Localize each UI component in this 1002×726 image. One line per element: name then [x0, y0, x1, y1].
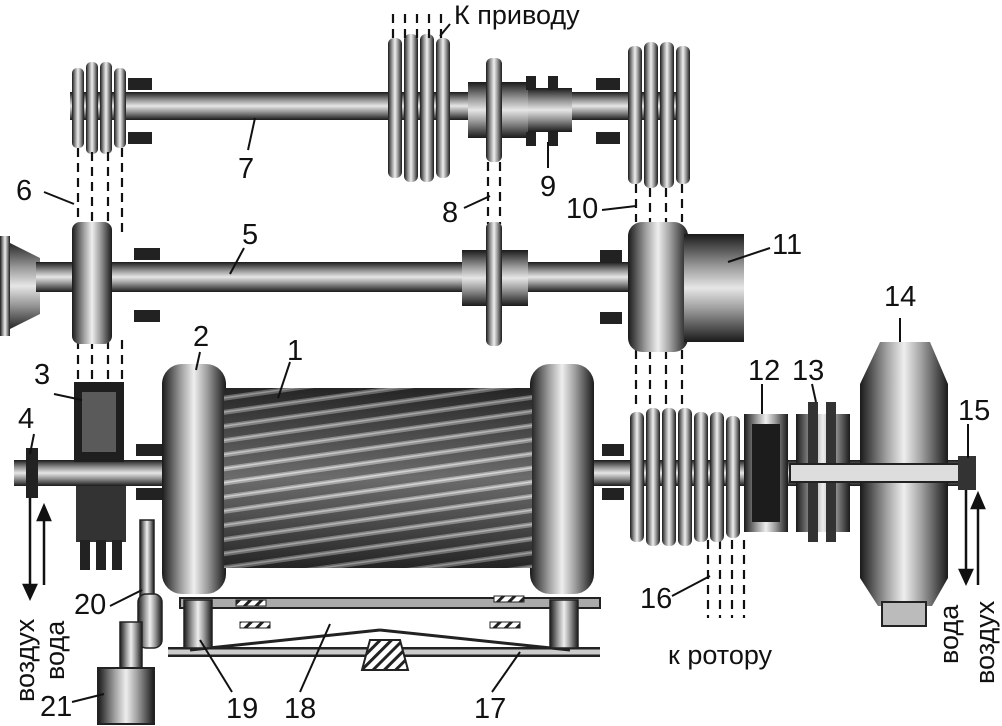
pulley-group-top-middle — [388, 34, 450, 182]
air-label-left: воздух — [10, 618, 40, 702]
chain-lines — [76, 14, 746, 618]
label-16: 16 — [640, 583, 672, 615]
drum-flange-right — [530, 364, 594, 594]
label-5: 5 — [242, 219, 258, 251]
brake-11 — [684, 234, 744, 342]
drum-shaft-assembly — [14, 342, 976, 627]
label-1: 1 — [287, 335, 303, 367]
air-label-right: воздух — [970, 600, 1000, 684]
part-labels: 1 2 3 4 5 6 7 8 9 10 11 12 13 14 15 16 1… — [16, 153, 990, 725]
water-label-right: вода — [934, 604, 964, 664]
label-3: 3 — [34, 359, 50, 391]
label-20: 20 — [74, 589, 106, 621]
label-13: 13 — [792, 355, 824, 387]
label-19: 19 — [226, 693, 258, 725]
label-14: 14 — [884, 281, 916, 313]
leader-lines — [29, 23, 969, 703]
pulley-group-bottom-right — [630, 408, 740, 546]
shaft-5-assembly — [0, 222, 744, 352]
pulley-group-top-right — [628, 42, 690, 188]
text-annotations: К приводу к ротору воздух вода вода возд… — [10, 0, 1000, 702]
label-8: 8 — [442, 197, 458, 229]
label-12: 12 — [748, 355, 780, 387]
label-6: 6 — [16, 175, 32, 207]
label-11: 11 — [772, 229, 802, 261]
label-18: 18 — [284, 693, 316, 725]
to-drive-label: К приводу — [454, 0, 580, 30]
drum-flange-left — [162, 364, 226, 594]
shaft-7-assembly — [70, 34, 690, 188]
label-17: 17 — [474, 693, 506, 725]
flow-arrows-left — [22, 498, 52, 601]
water-label-left: вода — [40, 620, 70, 680]
label-21: 21 — [40, 691, 72, 723]
label-9: 9 — [540, 171, 556, 203]
flow-arrows-right — [958, 490, 986, 586]
label-4: 4 — [18, 403, 34, 435]
label-7: 7 — [238, 153, 254, 185]
label-2: 2 — [193, 321, 209, 353]
device-21 — [97, 621, 155, 725]
label-10: 10 — [566, 193, 598, 225]
brake-linkage-17-18 — [137, 519, 601, 671]
pulley-group-top-left — [72, 62, 126, 154]
to-rotor-label: к ротору — [668, 640, 773, 670]
label-15: 15 — [958, 395, 990, 427]
